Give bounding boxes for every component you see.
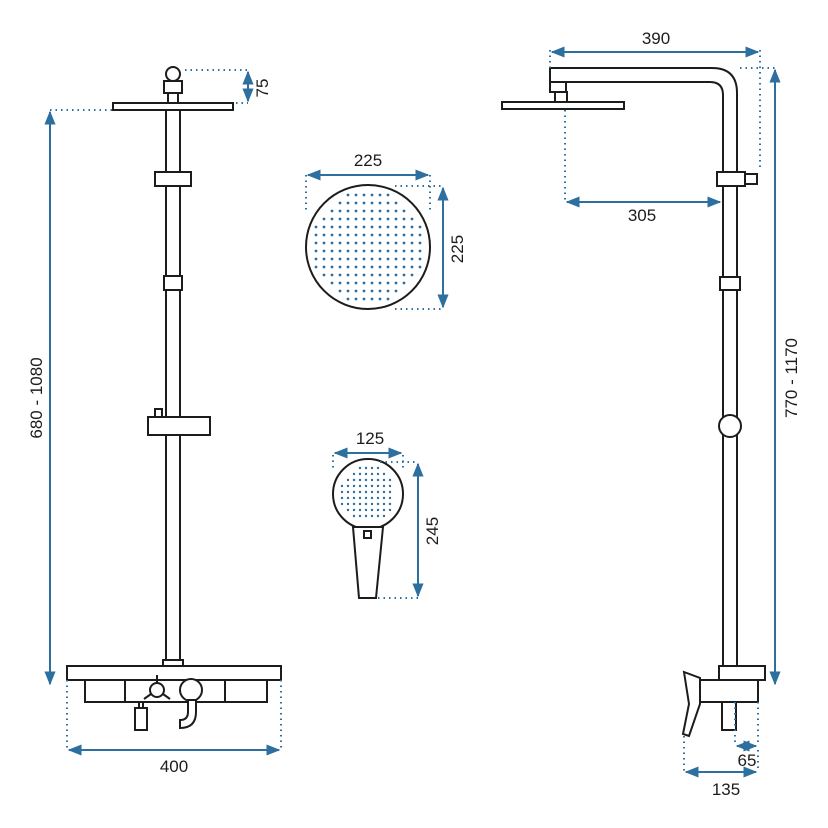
side-view: 390 305 770 - 1170 65 135	[501, 29, 801, 799]
front-clamp-upper	[154, 171, 192, 187]
side-mixer-body	[697, 679, 759, 703]
side-outlet	[721, 701, 737, 731]
front-mixer-body	[84, 679, 268, 703]
dim-head-height: 225	[448, 235, 467, 263]
head-top-view: 225 225	[305, 151, 467, 310]
dim-height-range-front: 680 - 1080	[27, 357, 46, 438]
hand-shower-nozzles	[340, 466, 392, 518]
dim-shower-head-height: 75	[253, 79, 272, 98]
side-slider	[718, 414, 742, 438]
front-diverter-knob	[179, 678, 203, 702]
dim-arm-reach: 305	[628, 206, 656, 225]
front-slider-knob	[154, 408, 163, 418]
front-slider	[147, 416, 211, 436]
front-rain-head	[112, 102, 234, 111]
dim-hand-width: 125	[356, 429, 384, 448]
front-top-fitting	[163, 66, 183, 104]
dim-mixer-width: 400	[160, 757, 188, 776]
dim-wall-offset-large: 135	[712, 780, 740, 799]
side-joint	[719, 276, 741, 291]
hand-shower-handle	[351, 526, 385, 599]
dim-hand-length: 245	[423, 517, 442, 545]
front-thermostat-handle	[143, 675, 171, 700]
front-joint	[163, 275, 183, 291]
hand-shower-view: 125 245	[332, 429, 442, 599]
front-bath-spout	[179, 699, 197, 730]
dim-head-width: 225	[354, 151, 382, 170]
front-view: 75 680 - 1080 400	[27, 66, 282, 776]
side-shelf	[718, 665, 766, 681]
side-mixer-lever	[681, 670, 701, 738]
rain-head-face	[305, 184, 431, 310]
dim-height-range-side: 770 - 1170	[782, 338, 801, 418]
side-shower-arm	[549, 67, 738, 667]
front-outlet	[134, 707, 148, 731]
front-shelf	[66, 665, 282, 681]
side-clamp	[716, 171, 746, 187]
side-rain-head	[501, 101, 625, 110]
dim-arm-length: 390	[642, 29, 670, 48]
hand-shower-head	[332, 458, 404, 530]
dim-wall-offset-small: 65	[738, 751, 757, 770]
front-riser-pipe	[165, 109, 181, 667]
rain-head-nozzles	[314, 193, 422, 301]
